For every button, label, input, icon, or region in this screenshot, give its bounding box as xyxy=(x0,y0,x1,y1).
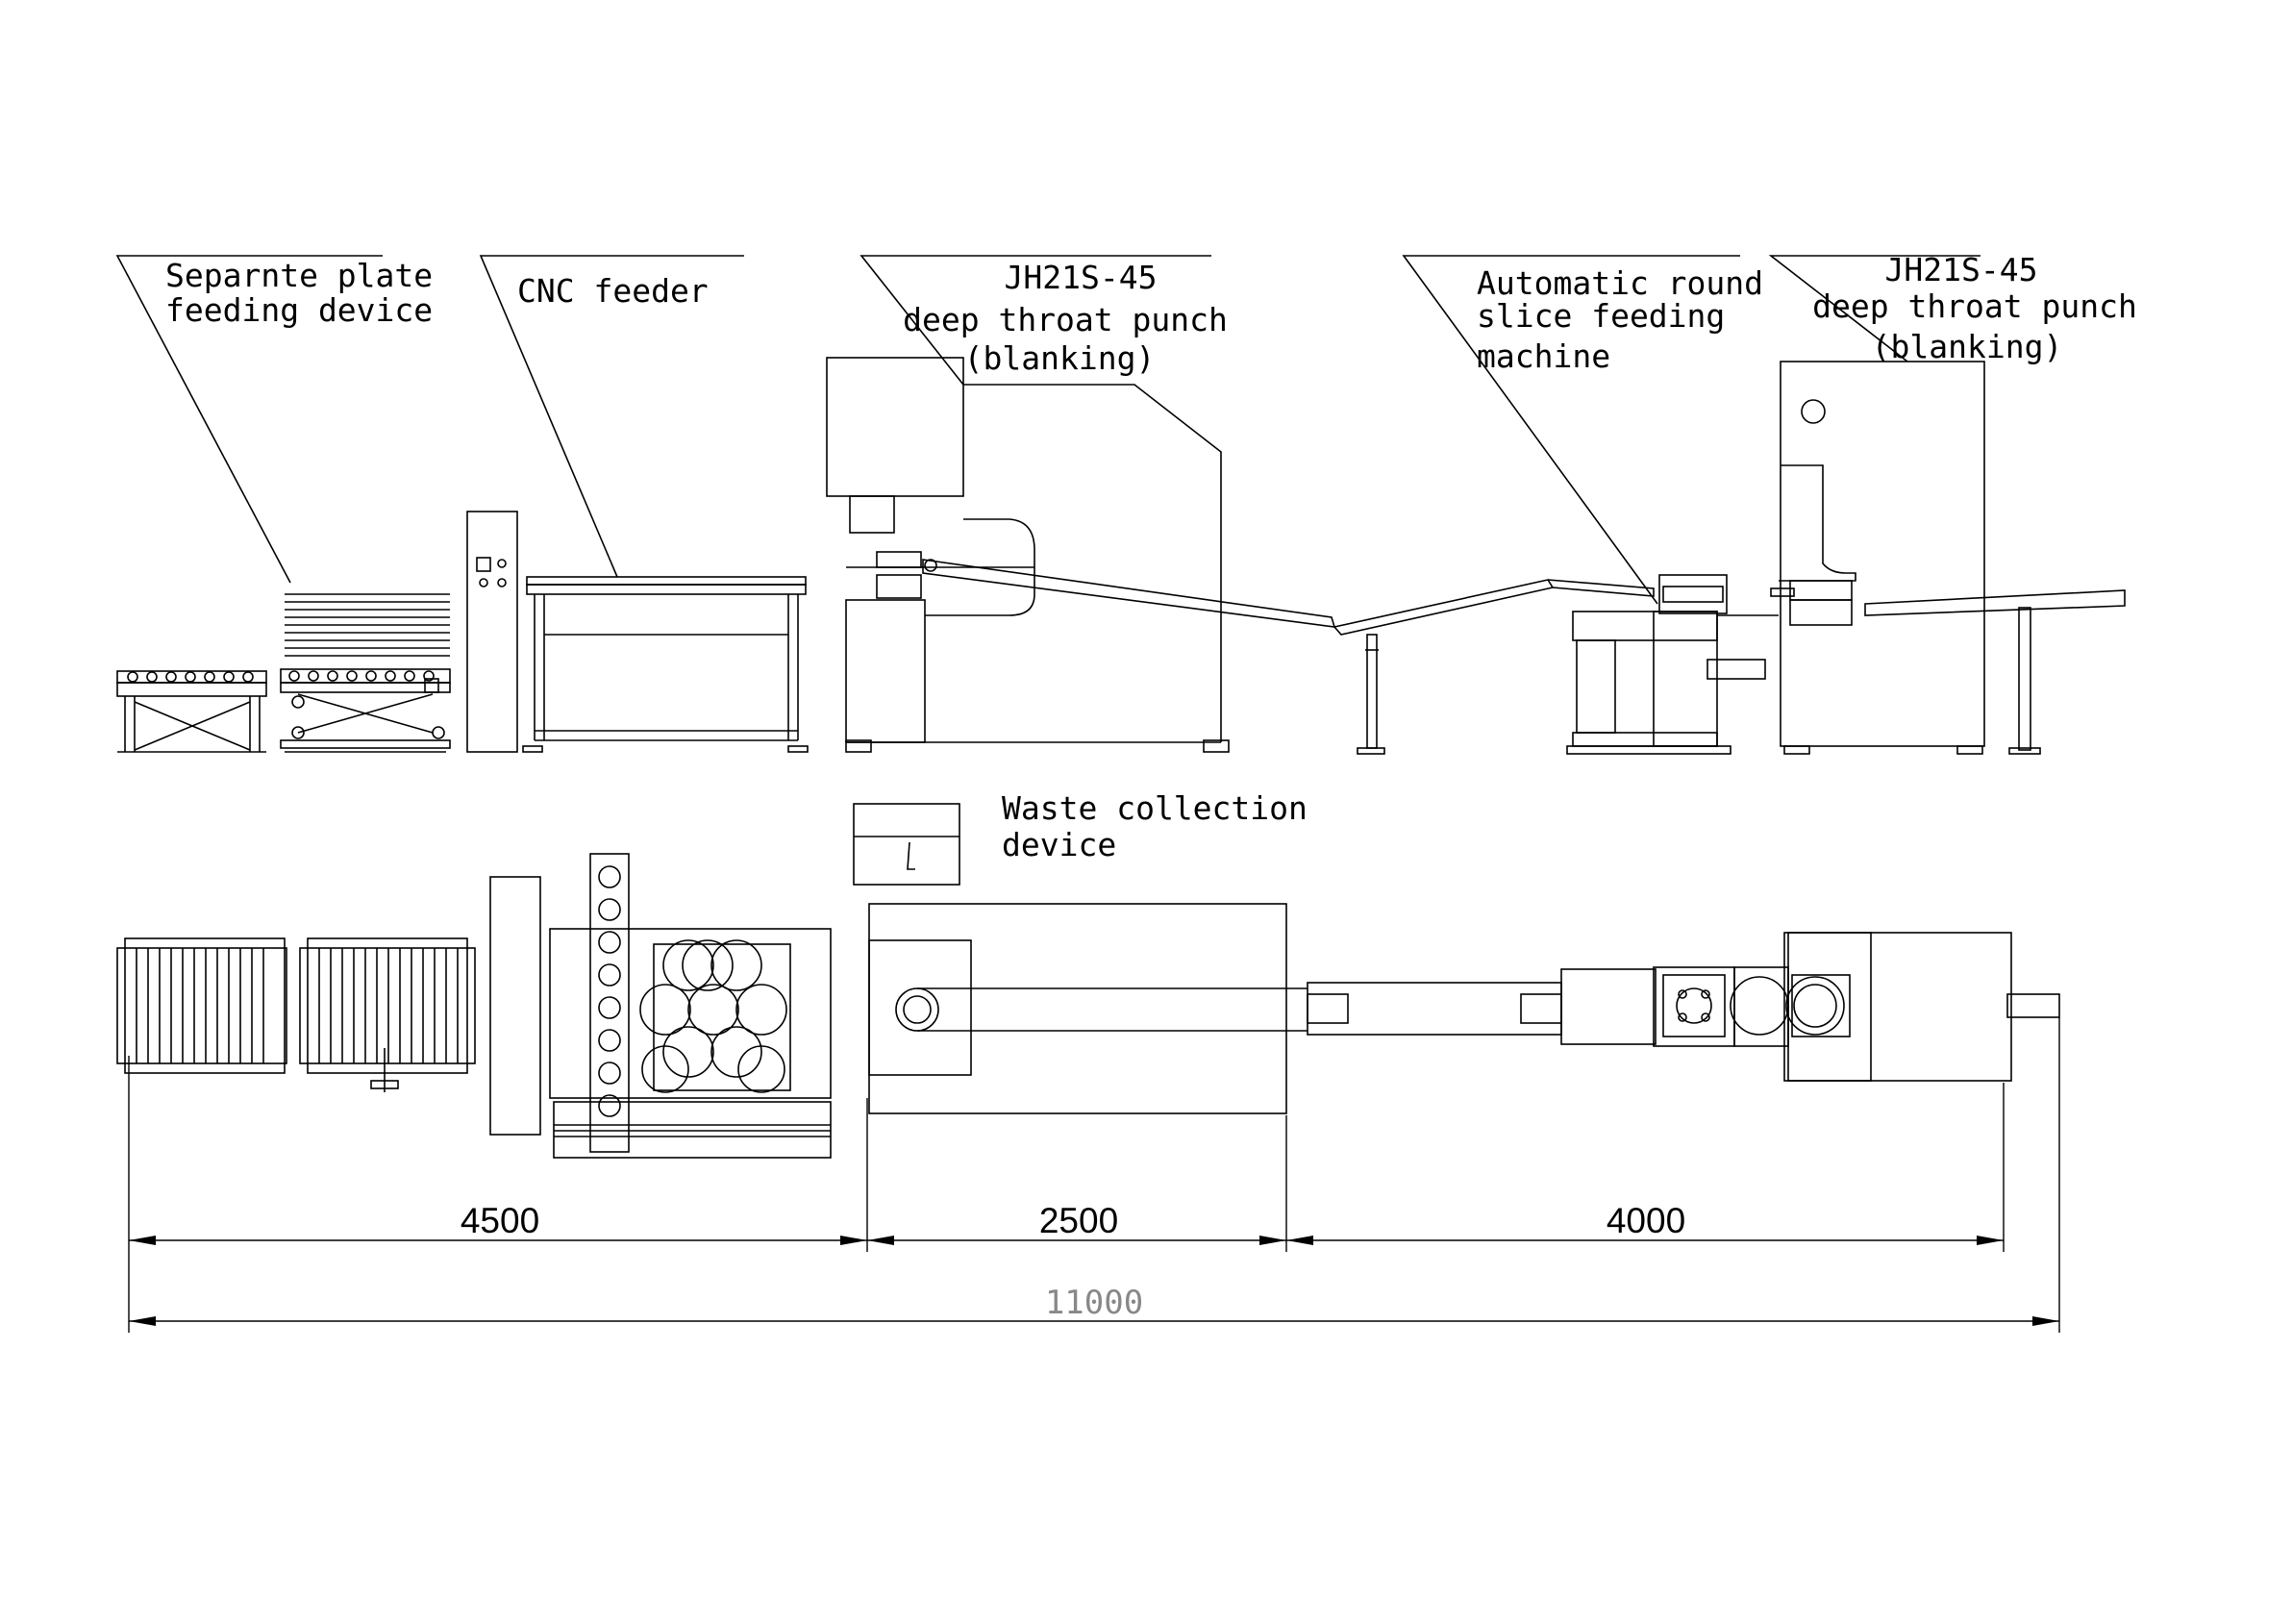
plate-stack xyxy=(285,593,450,657)
plan-round-slice-feeder xyxy=(1653,966,1789,1047)
label-punch-2-model: JH21S-45 xyxy=(1885,251,2038,288)
dimension-4500: 4500 xyxy=(461,1201,539,1240)
label-round-slice-3: machine xyxy=(1477,337,1610,375)
cnc-feeder xyxy=(466,511,809,753)
label-punch-2-type: deep throat punch xyxy=(1812,287,2137,325)
plan-punch-1 xyxy=(868,903,1308,1114)
rollers-right xyxy=(288,670,435,682)
dimension-2500: 2500 xyxy=(1039,1201,1118,1240)
plan-punch-2 xyxy=(1783,932,2060,1082)
separate-plate-feeding-device xyxy=(116,593,451,753)
round-slice-feeding-machine xyxy=(1566,574,1779,755)
waste-collection-device xyxy=(853,803,960,886)
blank-circles xyxy=(639,939,787,1093)
label-round-slice-1: Automatic round xyxy=(1477,264,1763,302)
roller-lines-2 xyxy=(318,948,459,1063)
dimension-4000: 4000 xyxy=(1607,1201,1685,1240)
label-waste-1: Waste collection xyxy=(1002,789,1308,827)
label-separate-plate-1: Separnte plate xyxy=(165,257,433,294)
roller-lines-1 xyxy=(136,948,264,1063)
deep-throat-punch-1 xyxy=(826,357,1230,753)
dimension-11000: 11000 xyxy=(1045,1284,1143,1322)
dimension-lines xyxy=(128,1017,2060,1333)
label-punch-1-model: JH21S-45 xyxy=(1005,259,1158,296)
plan-feeder-holes xyxy=(598,865,621,1117)
plan-roller-tables xyxy=(116,937,476,1092)
deep-throat-punch-2 xyxy=(1770,361,2126,755)
label-punch-1-op: (blanking) xyxy=(964,339,1156,377)
scrap-conveyor xyxy=(922,559,1655,755)
label-separate-plate-2: feeding device xyxy=(165,291,433,329)
plan-conveyor xyxy=(1307,968,1657,1045)
label-punch-2-op: (blanking) xyxy=(1872,328,2063,365)
label-punch-1-type: deep throat punch xyxy=(903,301,1228,338)
dimension-arrows xyxy=(129,1236,2059,1326)
label-cnc-feeder: CNC feeder xyxy=(517,272,709,310)
rollers-left xyxy=(127,671,254,683)
plan-cnc-feeder xyxy=(489,853,832,1159)
label-leaders xyxy=(115,255,1981,605)
label-waste-2: device xyxy=(1002,826,1116,863)
label-round-slice-2: slice feeding xyxy=(1477,297,1725,335)
